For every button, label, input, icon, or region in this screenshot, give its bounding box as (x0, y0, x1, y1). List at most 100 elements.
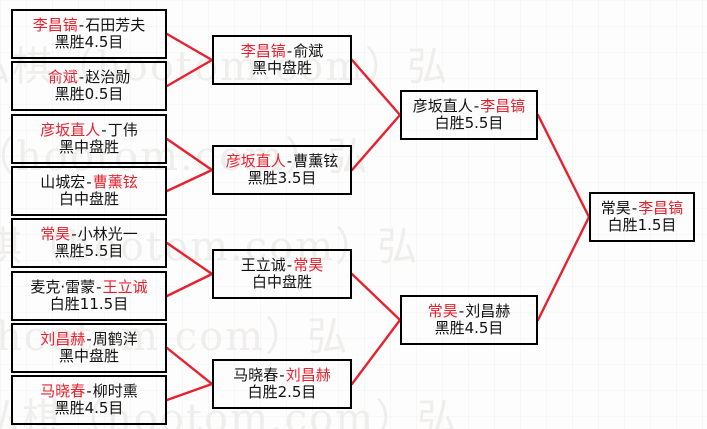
player-winner: 李昌镐 (480, 97, 526, 116)
match-box-r3m2[interactable]: 常昊-刘昌赫 黑胜4.5目 (400, 295, 538, 345)
vs-dash: - (279, 366, 285, 385)
match-result: 白胜5.5目 (434, 114, 504, 132)
match-box-r1m8[interactable]: 马晓春-柳时熏 黑胜4.5目 (11, 375, 167, 425)
match-box-r2m2[interactable]: 彦坂直人-曹薰铉 黑胜3.5目 (212, 145, 352, 195)
match-box-final[interactable]: 常昊-李昌镐 白胜1.5目 (589, 192, 695, 242)
match-box-r1m6[interactable]: 麦克·雷蒙-王立诚 白胜11.5目 (11, 271, 167, 321)
match-box-r1m3[interactable]: 彦坂直人-丁伟 黑中盘胜 (11, 114, 167, 164)
player-loser: 小林光一 (77, 225, 138, 244)
player-loser: 常昊 (600, 199, 631, 218)
player-loser: 丁伟 (107, 121, 138, 140)
match-result: 黑中盘胜 (58, 138, 119, 156)
player-winner: 李昌镐 (638, 199, 684, 218)
vs-dash: - (78, 68, 85, 87)
match-pairing: 彦坂直人-曹薰铉 (226, 153, 338, 170)
match-box-r1m7[interactable]: 刘昌赫-周鹤洋 黑中盘胜 (11, 323, 167, 373)
connector-r3m1-r4m1 (536, 113, 591, 219)
match-pairing: 马晓春-柳时熏 (40, 383, 137, 400)
player-winner: 李昌镐 (240, 42, 286, 61)
connector-r2m4-r3m2 (350, 318, 402, 386)
connector-r2m2-r3m1 (350, 113, 402, 172)
match-pairing: 王立诚-常昊 (241, 257, 323, 274)
match-result: 黑胜5.5目 (54, 242, 124, 260)
match-result: 白胜1.5目 (607, 216, 677, 234)
connector-r2m1-r3m1 (350, 58, 402, 117)
player-winner: 常昊 (427, 302, 458, 321)
connector-r3m2-r4m1 (536, 215, 591, 322)
match-result: 黑胜4.5目 (54, 399, 124, 417)
match-pairing: 马晓春-刘昌赫 (233, 367, 330, 384)
connector-r1m4-r2m2 (165, 168, 214, 193)
player-loser: 石田芳夫 (85, 16, 146, 35)
player-loser: 俞斌 (293, 42, 324, 61)
match-result: 白中盘胜 (251, 273, 312, 291)
player-winner: 刘昌赫 (40, 330, 86, 349)
match-box-r1m4[interactable]: 山城宏-曹薰铉 白中盘胜 (11, 166, 167, 216)
match-result: 黑胜3.5目 (247, 169, 317, 187)
player-loser: 曹薰铉 (293, 152, 339, 171)
player-loser: 王立诚 (240, 256, 286, 275)
player-winner: 彦坂直人 (40, 121, 101, 140)
match-pairing: 彦坂直人-李昌镐 (413, 98, 525, 115)
vs-dash: - (96, 278, 102, 297)
match-box-r2m4[interactable]: 马晓春-刘昌赫 白胜2.5目 (212, 359, 352, 409)
match-box-r2m3[interactable]: 王立诚-常昊 白中盘胜 (212, 249, 352, 299)
match-box-r1m5[interactable]: 常昊-小林光一 黑胜5.5目 (11, 218, 167, 268)
match-pairing: 刘昌赫-周鹤洋 (40, 331, 137, 348)
match-pairing: 常昊-小林光一 (40, 226, 137, 243)
match-result: 白胜2.5目 (247, 383, 317, 401)
player-loser: 麦克·雷蒙 (30, 278, 96, 297)
player-winner: 李昌镐 (32, 16, 78, 35)
player-loser: 赵治勋 (85, 68, 131, 87)
vs-dash: - (631, 199, 638, 218)
match-result: 白胜11.5目 (49, 295, 129, 313)
connector-r1m5-r2m3 (165, 241, 214, 276)
match-result: 黑胜4.5目 (54, 33, 124, 51)
vs-dash: - (86, 330, 92, 349)
match-box-r2m1[interactable]: 李昌镐-俞斌 黑中盘胜 (212, 35, 352, 85)
player-winner: 王立诚 (102, 278, 148, 297)
match-pairing: 李昌镐-俞斌 (241, 43, 323, 60)
vs-dash: - (101, 121, 107, 140)
player-winner: 马晓春 (40, 382, 86, 401)
player-winner: 俞斌 (47, 68, 78, 87)
player-winner: 常昊 (293, 256, 324, 275)
vs-dash: - (86, 382, 92, 401)
connector-r1m1-r2m1 (165, 32, 214, 62)
match-pairing: 山城宏-曹薰铉 (40, 174, 137, 191)
player-loser: 彦坂直人 (412, 97, 473, 116)
player-winner: 曹薰铉 (92, 173, 138, 192)
connector-r1m2-r2m1 (165, 58, 214, 88)
match-pairing: 常昊-李昌镐 (601, 200, 683, 217)
vs-dash: - (473, 97, 480, 116)
player-winner: 常昊 (40, 225, 71, 244)
connector-r1m3-r2m2 (165, 137, 214, 172)
vs-dash: - (71, 225, 77, 244)
player-loser: 山城宏 (40, 173, 86, 192)
connector-r2m3-r3m2 (350, 272, 402, 322)
vs-dash: - (458, 302, 465, 321)
match-pairing: 常昊-刘昌赫 (428, 303, 510, 320)
match-result: 白中盘胜 (58, 190, 119, 208)
connector-r1m8-r2m4 (165, 382, 214, 402)
match-pairing: 李昌镐-石田芳夫 (33, 17, 145, 34)
match-box-r3m1[interactable]: 彦坂直人-李昌镐 白胜5.5目 (400, 90, 538, 140)
vs-dash: - (86, 173, 92, 192)
match-pairing: 彦坂直人-丁伟 (40, 122, 137, 139)
player-loser: 周鹤洋 (92, 330, 138, 349)
match-result: 黑胜0.5目 (54, 85, 124, 103)
vs-dash: - (286, 256, 293, 275)
connector-r1m7-r2m4 (165, 346, 214, 386)
match-box-r1m2[interactable]: 俞斌-赵治勋 黑胜0.5目 (11, 61, 167, 111)
match-pairing: 俞斌-赵治勋 (48, 69, 130, 86)
player-loser: 刘昌赫 (465, 302, 511, 321)
player-loser: 柳时熏 (92, 382, 138, 401)
player-loser: 马晓春 (233, 366, 279, 385)
match-result: 黑中盘胜 (58, 347, 119, 365)
player-winner: 彦坂直人 (225, 152, 286, 171)
match-box-r1m1[interactable]: 李昌镐-石田芳夫 黑胜4.5目 (11, 9, 167, 59)
player-winner: 刘昌赫 (285, 366, 331, 385)
match-pairing: 麦克·雷蒙-王立诚 (30, 279, 147, 296)
connector-r1m6-r2m3 (165, 272, 214, 298)
